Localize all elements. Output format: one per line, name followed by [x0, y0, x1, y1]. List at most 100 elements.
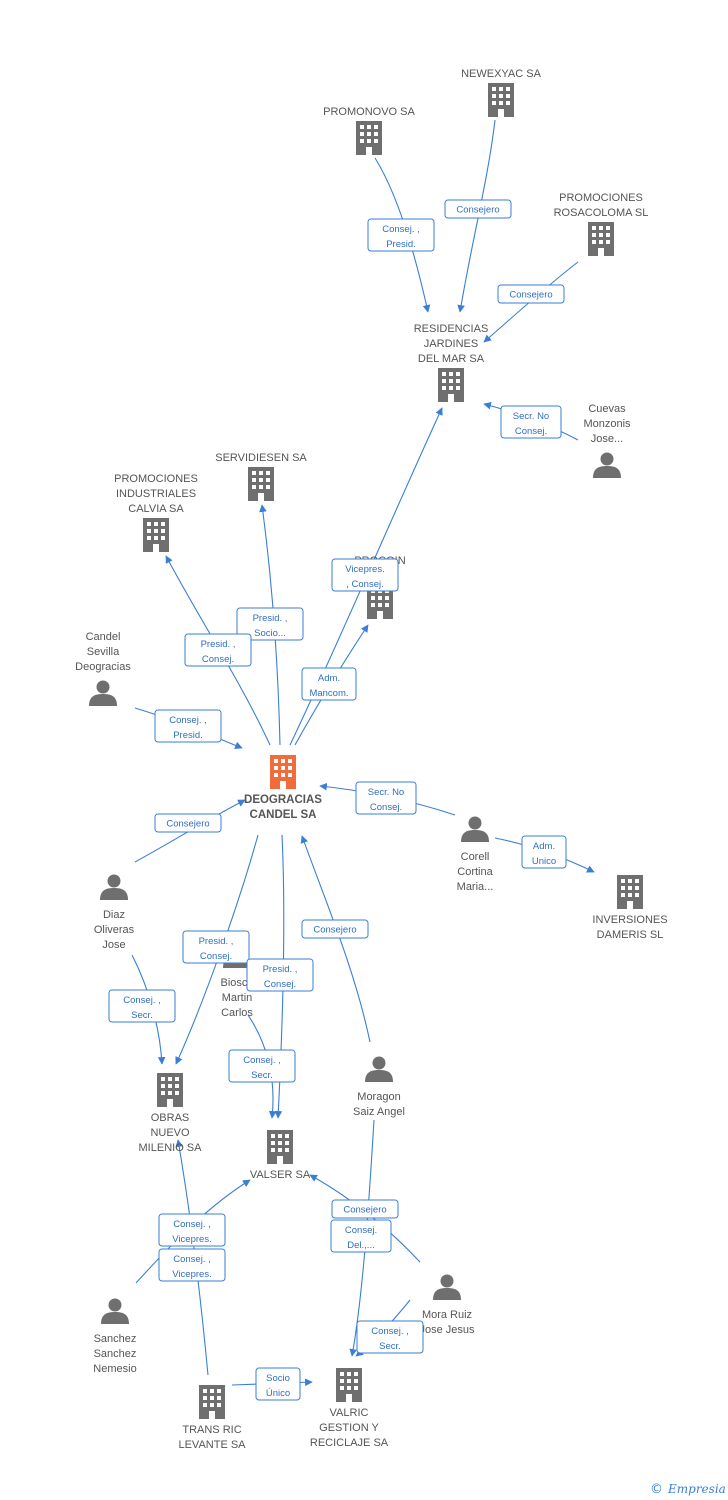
badge-label-line: Consej. , [382, 224, 420, 235]
edge-role-badge[interactable]: Consejero [331, 1199, 399, 1219]
badge-label-line: Presid. [386, 239, 416, 250]
node-label-line: INVERSIONES [592, 914, 667, 926]
badge-label-line: Consej. [345, 1225, 377, 1236]
badge-box [154, 709, 222, 743]
building-icon [588, 222, 614, 256]
node-label-line: CALVIA SA [128, 503, 184, 515]
edge-role-badge[interactable]: Presid. , Consej. [182, 930, 250, 964]
badge-box [182, 930, 250, 964]
badge-label-line: Secr. [251, 1070, 273, 1081]
badge-label-line: Mancom. [309, 688, 348, 699]
badge-box [521, 835, 567, 869]
edge-role-badge[interactable]: Consej. , Presid. [367, 218, 435, 252]
node-label-line: TRANS RIC [182, 1424, 241, 1436]
building-icon [143, 518, 169, 552]
node-transric[interactable]: TRANS RIC LEVANTE SA [178, 1385, 246, 1451]
node-label-line: PROMOCIONES [559, 192, 643, 204]
node-label-line: VALSER SA [250, 1169, 311, 1181]
badge-label-line: Adm. [533, 841, 555, 852]
badge-box [236, 607, 304, 641]
node-label-line: Candel [86, 631, 121, 643]
badge-label-line: Socio [266, 1373, 290, 1384]
badge-label-line: Adm. [318, 673, 340, 684]
edge-role-badge[interactable]: Consej. ,Secr. [108, 989, 176, 1023]
edge-role-badge[interactable]: Vicepres., Consej. [331, 558, 399, 592]
edge-role-badge[interactable]: Consej. ,Presid. [154, 709, 222, 743]
node-label-line: LEVANTE SA [178, 1439, 246, 1451]
building-icon [267, 1130, 293, 1164]
node-label-line: Diaz [103, 909, 125, 921]
edge-role-badge[interactable]: Presid. ,Socio... [236, 607, 304, 641]
edge-role-badge[interactable]: Consejero [444, 199, 512, 219]
node-label-line: Sanchez [94, 1333, 137, 1345]
building-icon [270, 755, 296, 789]
edge-role-badge[interactable]: Adm. Mancom. [301, 667, 357, 701]
edge-role-badge[interactable]: Adm.Unico [521, 835, 567, 869]
node-label-line: Jose Jesus [419, 1324, 475, 1336]
node-label-line: Carlos [221, 1007, 253, 1019]
node-label-line: DEOGRACIAS [244, 794, 322, 806]
badge-box [255, 1367, 301, 1401]
edge-role-badge[interactable]: Consej. ,Vicepres. [158, 1213, 226, 1247]
badge-label-line: Consejero [313, 925, 356, 936]
badge-box [444, 199, 512, 219]
badge-box [158, 1213, 226, 1247]
person-icon [461, 816, 489, 842]
badge-label-line: Consej. [202, 654, 234, 665]
badge-box [184, 633, 252, 667]
person-icon [593, 452, 621, 478]
badge-label-line: Secr. No [513, 411, 549, 422]
building-icon [438, 368, 464, 402]
badge-label-line: Consejero [456, 205, 499, 216]
building-icon [356, 121, 382, 155]
edge-role-badge[interactable]: Presid. ,Consej. [184, 633, 252, 667]
edge-role-badge[interactable]: Consej. ,Secr. [356, 1320, 424, 1354]
edge-role-badge[interactable]: Consejero [301, 919, 369, 939]
edge-role-badge[interactable]: Consejero [154, 813, 222, 833]
node-servidiesen[interactable]: SERVIDIESEN SA [215, 452, 307, 501]
edge-role-badge[interactable]: Consej. ,Secr. [228, 1049, 296, 1083]
badge-label-line: Consej. [200, 951, 232, 962]
node-label-line: OBRAS [151, 1112, 190, 1124]
node-label-line: RESIDENCIAS [414, 323, 489, 335]
node-label-line: Mora Ruiz [422, 1309, 472, 1321]
edge-role-badge[interactable]: Consej.Del.,... [330, 1219, 392, 1253]
node-label-line: Cuevas [588, 403, 626, 415]
node-corell[interactable]: CorellCortinaMaria... [457, 816, 494, 894]
badge-box [497, 284, 565, 304]
edge-role-badge[interactable]: Consejero [497, 284, 565, 304]
node-cuevas[interactable]: CuevasMonzonisJose... [583, 403, 631, 478]
badge-box [228, 1049, 296, 1083]
edge-role-badge[interactable]: Presid. ,Consej. [246, 958, 314, 992]
badge-label-line: Presid. , [199, 936, 234, 947]
badge-label-line: Secr. [379, 1341, 401, 1352]
badge-box [367, 218, 435, 252]
badge-label-line: Consej. [370, 802, 402, 813]
badges-layer: Consej. ,Presid.ConsejeroConsejeroSecr. … [108, 199, 567, 1401]
edge-role-badge[interactable]: Consej. ,Vicepres. [158, 1248, 226, 1282]
node-label-line: Deogracias [75, 661, 131, 673]
person-icon [100, 874, 128, 900]
node-valser[interactable]: VALSER SA [250, 1130, 311, 1181]
badge-label-line: Vicepres. [172, 1269, 211, 1280]
badge-box [154, 813, 222, 833]
node-label-line: Jose... [591, 433, 623, 445]
node-promonovo[interactable]: PROMONOVO SA [323, 106, 415, 155]
node-newexyac[interactable]: NEWEXYAC SA [461, 68, 542, 117]
